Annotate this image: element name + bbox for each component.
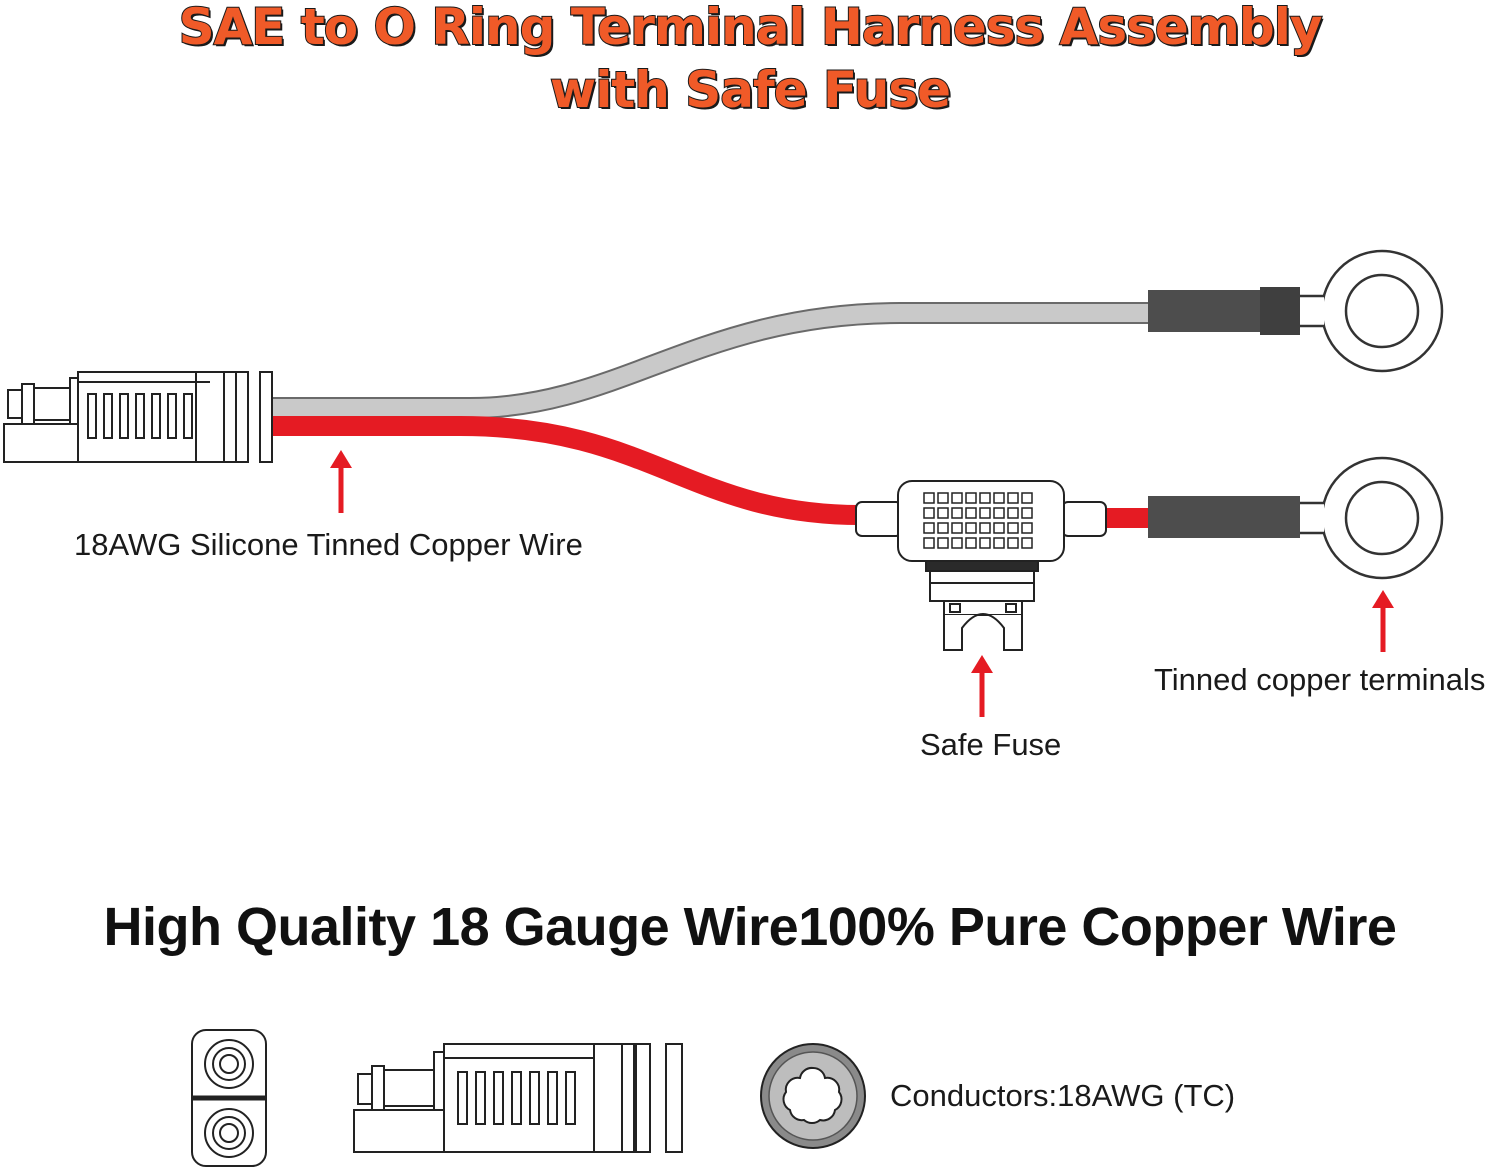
arrow-wire-icon	[330, 450, 352, 513]
sae-connector-icon	[3, 371, 273, 463]
ring-terminal-bottom	[1148, 456, 1444, 580]
arrow-fuse-icon	[971, 655, 993, 717]
red-wire	[270, 416, 1155, 528]
sae-face-icon	[191, 1029, 267, 1167]
wire-label: 18AWG Silicone Tinned Copper Wire	[74, 527, 583, 562]
grey-wire	[270, 302, 1150, 419]
blade-fuse-icon	[943, 600, 1023, 651]
sae-connector-bottom-icon	[353, 1043, 683, 1153]
arrow-terminal-icon	[1372, 590, 1394, 652]
fuse-holder-icon	[855, 480, 1107, 602]
title-line-1: SAE to O Ring Terminal Harness Assembly	[178, 0, 1324, 57]
terminal-label: Tinned copper terminals	[1154, 662, 1486, 697]
conductors-label: Conductors:18AWG (TC)	[890, 1078, 1236, 1113]
bottom-heading: High Quality 18 Gauge Wire100% Pure Copp…	[103, 897, 1397, 957]
wire-cross-section-icon	[760, 1043, 866, 1149]
ring-terminal-top	[1148, 249, 1444, 373]
fuse-label: Safe Fuse	[920, 727, 1062, 762]
title-line-2: with Safe Fuse	[549, 60, 952, 120]
